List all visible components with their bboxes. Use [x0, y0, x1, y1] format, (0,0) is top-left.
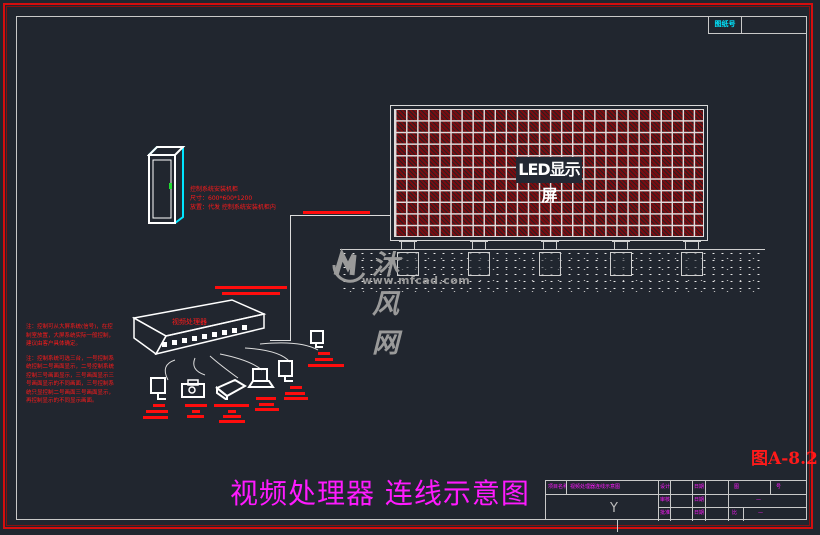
outer-frame-border	[3, 3, 813, 529]
device-label-bar	[187, 415, 204, 418]
corner-tag: 图纸号	[709, 16, 742, 33]
laptop-icon	[247, 368, 275, 388]
device-label-bar	[318, 352, 330, 355]
device-label-bar	[255, 408, 279, 411]
cable-vertical	[290, 215, 291, 340]
device-label-bar	[185, 404, 207, 407]
support-post	[612, 241, 630, 250]
note-2: 注：控制系统可选三台，一号控制系统控制二号画面显示，二号控制系统控制三号画面显示…	[26, 355, 115, 405]
footing	[397, 252, 419, 276]
date-label: 日期	[694, 484, 705, 490]
title-block: 项目名称 视频处理器连线示意图 设计 审核 批准 日期 日期 日期 图 号 — …	[545, 480, 807, 521]
dvd-player-icon	[215, 378, 247, 400]
device-label-bar	[308, 364, 344, 367]
project-name: 视频处理器连线示意图	[570, 484, 621, 490]
role-design: 设计	[660, 484, 670, 490]
device-label-bar	[259, 403, 274, 406]
support-post	[541, 241, 559, 250]
drawing-no-label: 图	[734, 484, 740, 490]
footing	[610, 252, 632, 276]
device-label-bar	[315, 358, 333, 361]
figure-label: 图A-8.2	[751, 449, 818, 469]
sheet-value: —	[756, 497, 761, 503]
cable-top	[290, 215, 390, 216]
cabinet-note: 控制系统安装机柜	[190, 186, 239, 193]
role-approve: 批准	[660, 510, 670, 516]
device-label-bar	[223, 415, 241, 418]
project-label: 项目名称	[548, 484, 566, 490]
cable-bottom	[270, 340, 291, 341]
role-review: 审核	[660, 497, 670, 503]
cabinet-notes: 控制系统安装机柜 尺寸：600*600*1200 放置：代发 控制系统安装机柜内	[190, 185, 276, 212]
monitor-icon	[278, 360, 293, 382]
footing	[468, 252, 490, 276]
server-cabinet-icon	[147, 146, 186, 224]
drawing-frame	[16, 16, 807, 520]
device-label-bar	[192, 410, 200, 413]
scale-value: —	[758, 510, 763, 516]
scale-label: 比	[732, 510, 738, 516]
monitor-icon	[150, 377, 166, 400]
device-label-bar	[146, 410, 168, 413]
video-processor-icon	[132, 299, 267, 356]
corner-tag-box: 图纸号	[708, 16, 807, 34]
processor-label: 视频处理器	[172, 318, 207, 326]
device-label-bar	[219, 420, 245, 423]
date-label: 日期	[694, 510, 705, 516]
device-label-bar	[256, 397, 276, 400]
ucs-symbol: Y	[610, 501, 618, 516]
led-screen-label: LED显示屏	[516, 157, 582, 205]
processor-label-bar	[215, 286, 287, 289]
cabinet-note: 尺寸：600*600*1200	[190, 195, 253, 202]
device-label-bar	[228, 410, 236, 413]
cabinet-label-bar	[303, 211, 370, 214]
date-label: 日期	[694, 497, 705, 503]
device-label-bar	[285, 392, 305, 395]
axis-tick	[617, 520, 618, 532]
led-screen-frame	[390, 105, 708, 241]
watermark-brand: 沐风网	[372, 250, 400, 359]
monitor-icon	[310, 330, 324, 348]
outer-frame-inner-line	[6, 6, 810, 526]
footing	[681, 252, 703, 276]
cabinet-note: 放置：代发 控制系统安装机柜内	[190, 204, 276, 211]
drawing-title: 视频处理器 连线示意图	[230, 477, 530, 510]
device-label-bar	[214, 404, 249, 407]
notes-left: 注：控制可从大屏系统(信号)，在控制室放置，大屏系统实际一般控制，建议由客户具体…	[26, 323, 118, 406]
device-label-bar	[153, 404, 165, 407]
support-post	[470, 241, 488, 250]
camera-icon	[181, 379, 205, 398]
footing	[539, 252, 561, 276]
watermark-url: www.mfcad.com	[362, 274, 471, 287]
device-label-bar	[290, 386, 302, 389]
support-post	[399, 241, 417, 250]
drawing-no-value: 号	[776, 484, 782, 490]
device-label-bar	[143, 416, 168, 419]
mf-logo-icon	[332, 248, 366, 283]
processor-label-bar	[222, 292, 280, 295]
support-post	[683, 241, 701, 250]
device-label-bar	[284, 397, 308, 400]
note-1: 注：控制可从大屏系统(信号)，在控制室放置，大屏系统实际一般控制，建议由客户具体…	[26, 324, 115, 347]
